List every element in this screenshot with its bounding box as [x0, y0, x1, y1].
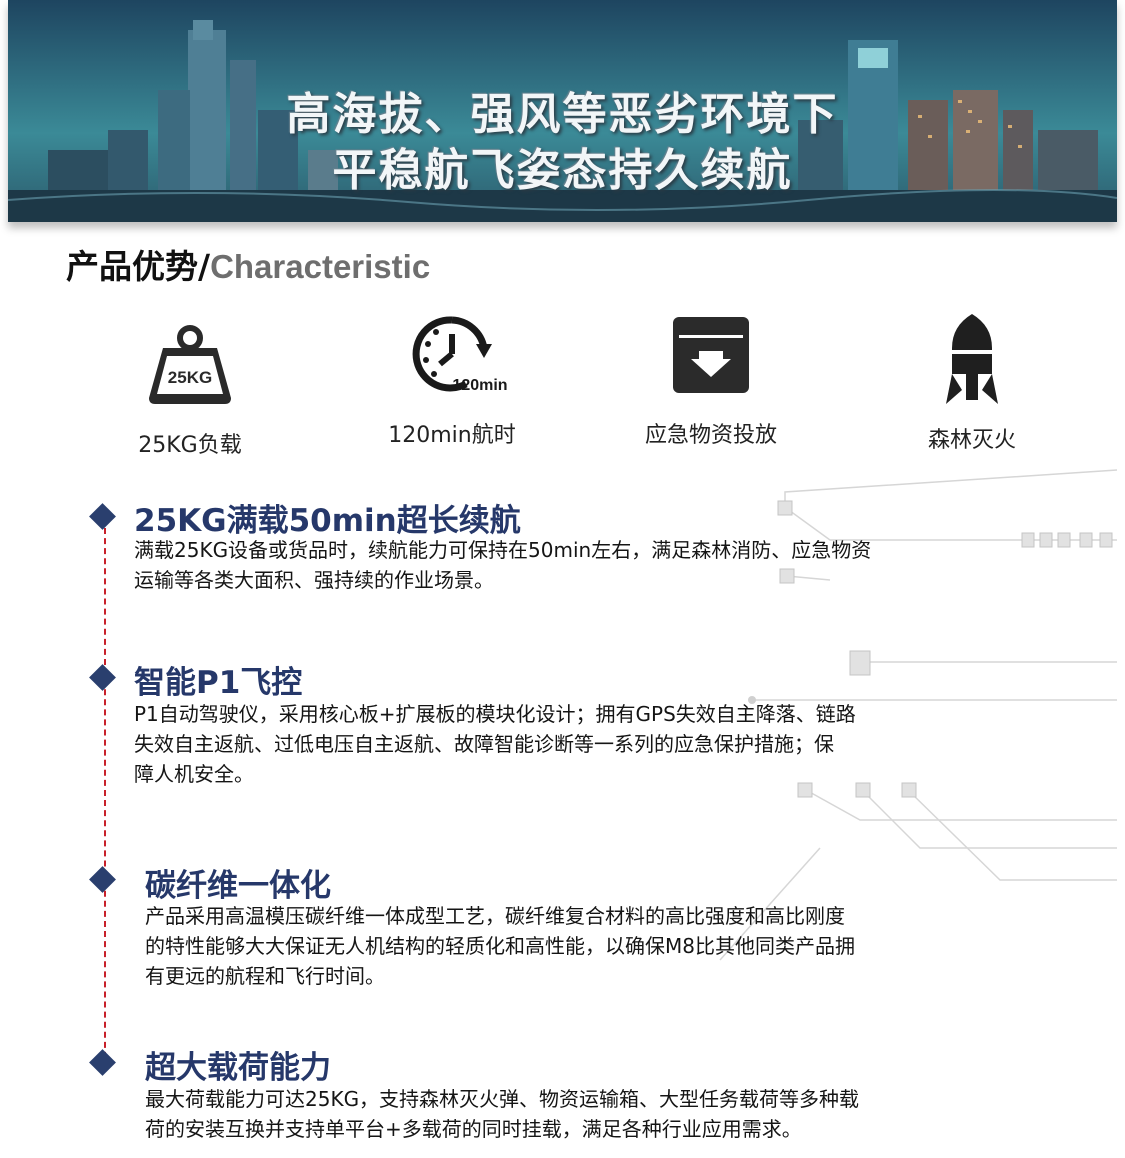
banner-headline-2: 平稳航飞姿态持久续航 [332, 145, 793, 196]
hero-banner: 高海拔、强风等恶劣环境下 平稳航飞姿态持久续航 [8, 0, 1117, 222]
fire-bomb-icon [946, 314, 998, 404]
item-body: 满载25KG设备或货品时，续航能力可保持在50min左右，满足森林消防、应急物资… [134, 535, 1014, 595]
body-line: 有更远的航程和飞行时间。 [145, 964, 385, 988]
body-line: 荷的安装互换并支持单平台+多载荷的同时挂载，满足各种行业应用需求。 [145, 1117, 802, 1141]
item-body: P1自动驾驶仪，采用核心板+扩展板的模块化设计；拥有GPS失效自主降落、链路 失… [134, 699, 1014, 789]
timeline-line [104, 528, 106, 1068]
item-title: 25KG满载50min超长续航 [134, 503, 521, 539]
drop-box-icon [673, 317, 749, 393]
body-line: 失效自主返航、过低电压自主返航、故障智能诊断等一系列的应急保护措施；保 [134, 732, 834, 756]
weight-icon: 25KG [149, 325, 231, 404]
section-title: 产品优势/Characteristic [66, 240, 430, 288]
item-title: 碳纤维一体化 [145, 868, 331, 904]
section-title-cn: 产品优势/ [66, 247, 211, 286]
feature-label: 25KG负载 [138, 433, 242, 458]
item-title: 智能P1飞控 [134, 665, 303, 701]
feature-label: 应急物资投放 [644, 423, 777, 448]
timer-icon-text: 120min [452, 377, 507, 394]
feature-label: 森林灭火 [927, 428, 1016, 453]
body-line: 的特性能够大大保证无人机结构的轻质化和高性能，以确保M8比其他同类产品拥 [145, 934, 855, 958]
body-line: 障人机安全。 [134, 762, 254, 786]
item-title: 超大载荷能力 [145, 1050, 331, 1086]
body-line: 最大荷载能力可达25KG，支持森林灭火弹、物资运输箱、大型任务载荷等多种载 [145, 1087, 860, 1111]
feature-flight-time: 120min 120min航时 [352, 305, 552, 449]
feature-supply-drop: 应急物资投放 [611, 305, 811, 449]
item-body: 产品采用高温模压碳纤维一体成型工艺，碳纤维复合材料的高比强度和高比刚度 的特性能… [145, 901, 1025, 991]
body-line: 运输等各类大面积、强持续的作业场景。 [134, 568, 494, 592]
body-line: P1自动驾驶仪，采用核心板+扩展板的模块化设计；拥有GPS失效自主降落、链路 [134, 702, 856, 726]
section-title-en: Characteristic [210, 248, 431, 285]
feature-payload: 25KG 25KG负载 [90, 315, 290, 459]
feature-label: 120min航时 [388, 423, 516, 448]
body-line: 满载25KG设备或货品时，续航能力可保持在50min左右，满足森林消防、应急物资 [134, 538, 872, 562]
body-line: 产品采用高温模压碳纤维一体成型工艺，碳纤维复合材料的高比强度和高比刚度 [145, 904, 845, 928]
item-body: 最大荷载能力可达25KG，支持森林灭火弹、物资运输箱、大型任务载荷等多种载 荷的… [145, 1084, 1025, 1144]
feature-fire-fighting: 森林灭火 [872, 310, 1072, 454]
city-skyline-image [8, 0, 1117, 222]
banner-headline-1: 高海拔、强风等恶劣环境下 [286, 89, 839, 140]
weight-icon-text: 25KG [168, 368, 212, 387]
timer-icon: 120min [412, 316, 508, 394]
